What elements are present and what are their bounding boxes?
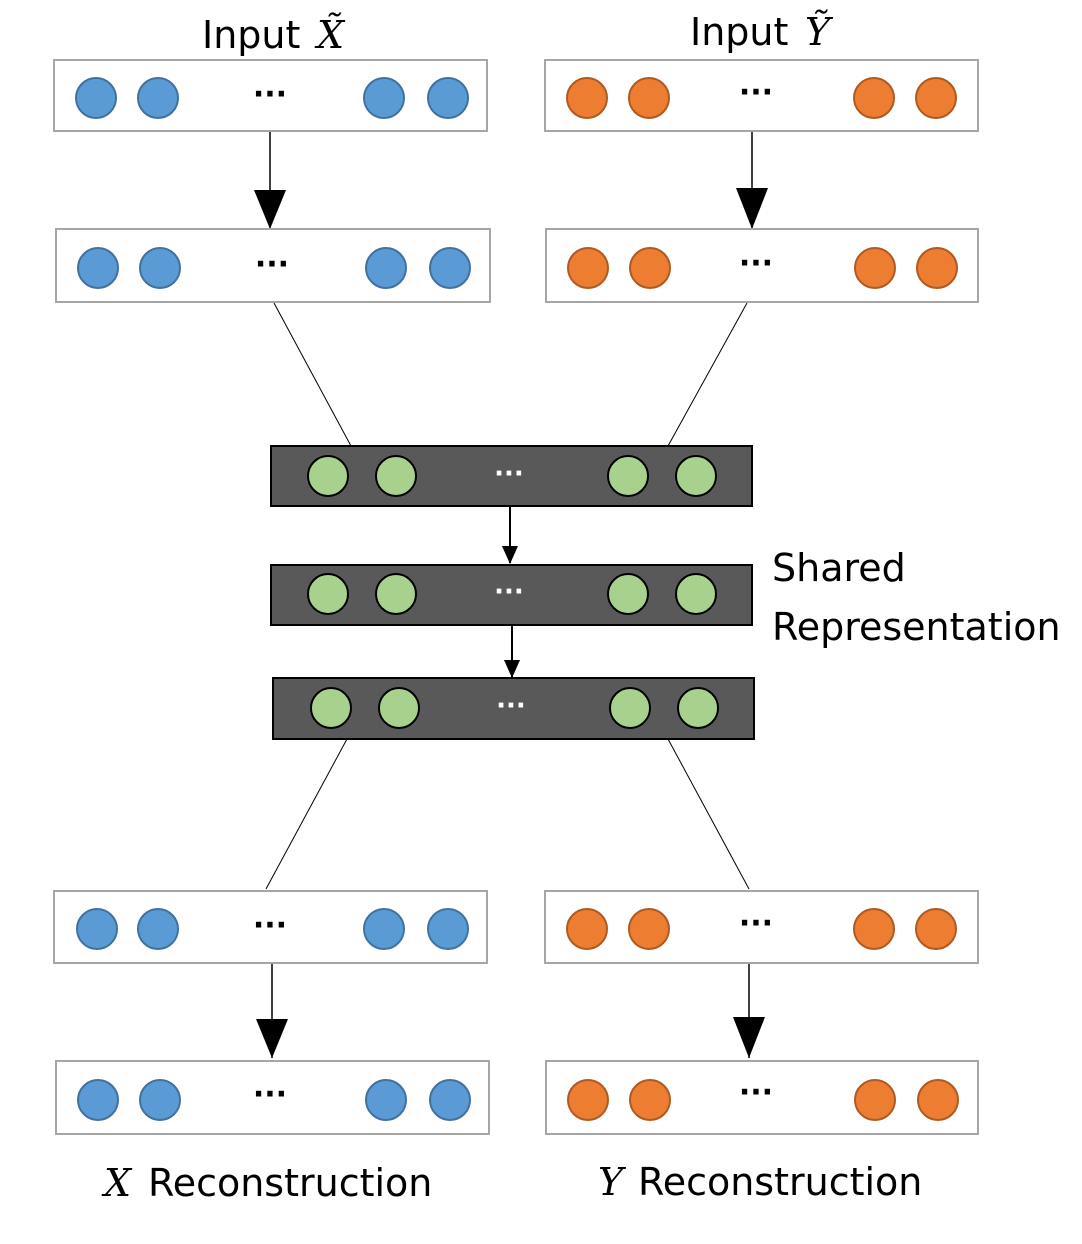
y-node (629, 1079, 671, 1121)
y-node (854, 1079, 896, 1121)
shared-node (607, 455, 649, 497)
input-y-word: Input (690, 10, 788, 54)
shared-node (675, 573, 717, 615)
shared-node (375, 455, 417, 497)
y-node (916, 247, 958, 289)
input-x-symbol: X̃ (314, 13, 346, 57)
y-node (915, 908, 957, 950)
arrowhead (736, 188, 768, 229)
x-recon-symbol: X (101, 1161, 133, 1205)
arrowhead (502, 546, 518, 564)
shared-layer-1: ··· (270, 445, 753, 507)
shared-node (307, 573, 349, 615)
x-recon-word: Reconstruction (148, 1161, 432, 1205)
x-node (365, 1079, 407, 1121)
ellipsis: ··· (739, 75, 773, 110)
x-node (363, 908, 405, 950)
shared-node (375, 573, 417, 615)
shared-node (378, 687, 420, 729)
ellipsis: ··· (739, 1075, 773, 1110)
y-output-layer: ··· (544, 890, 979, 964)
y-reconstruction-label: Y Reconstruction (598, 1160, 922, 1204)
y-node (854, 247, 896, 289)
ellipsis: ··· (253, 908, 287, 943)
y-node (566, 77, 608, 119)
y-reconstruction-layer: ··· (545, 1060, 979, 1135)
x-hidden-layer: ··· (55, 228, 491, 303)
shared-node (675, 455, 717, 497)
arrowhead (733, 1017, 765, 1058)
connector-line (265, 738, 348, 890)
shared-representation-label: Shared Representation (772, 546, 1061, 649)
y-node (853, 77, 895, 119)
y-node (567, 247, 609, 289)
arrowhead (254, 190, 286, 229)
input-y-label: Input Ỹ (690, 10, 834, 54)
y-node (629, 247, 671, 289)
x-input-layer: ··· (53, 59, 488, 132)
x-node (137, 77, 179, 119)
x-reconstruction-layer: ··· (55, 1060, 490, 1135)
ellipsis: ··· (739, 906, 773, 941)
y-node (566, 908, 608, 950)
x-node (76, 908, 118, 950)
y-node (917, 1079, 959, 1121)
x-node (139, 1079, 181, 1121)
x-node (365, 247, 407, 289)
y-node (628, 77, 670, 119)
x-node (427, 77, 469, 119)
y-node (567, 1079, 609, 1121)
x-node (77, 247, 119, 289)
arrowhead (256, 1019, 288, 1058)
x-node (429, 247, 471, 289)
x-reconstruction-label: X Reconstruction (101, 1161, 432, 1205)
y-node (628, 908, 670, 950)
ellipsis: ··· (494, 577, 524, 607)
input-y-symbol: Ỹ (805, 10, 834, 54)
connector-line (667, 738, 750, 890)
ellipsis: ··· (255, 247, 289, 282)
shared-node (609, 687, 651, 729)
y-node (853, 908, 895, 950)
x-node (77, 1079, 119, 1121)
input-x-word: Input (202, 13, 300, 57)
y-recon-symbol: Y (598, 1160, 627, 1204)
x-node (139, 247, 181, 289)
arrowhead (504, 660, 520, 678)
ellipsis: ··· (739, 246, 773, 281)
ellipsis: ··· (253, 77, 287, 112)
x-node (363, 77, 405, 119)
shared-node (310, 687, 352, 729)
x-node (137, 908, 179, 950)
ellipsis: ··· (253, 1077, 287, 1112)
y-hidden-layer: ··· (545, 228, 979, 303)
x-output-layer: ··· (53, 890, 488, 964)
y-node (915, 77, 957, 119)
shared-label-line2: Representation (772, 605, 1061, 649)
x-node (429, 1079, 471, 1121)
shared-layer-2: ··· (270, 564, 753, 626)
x-node (75, 77, 117, 119)
ellipsis: ··· (496, 691, 526, 721)
shared-layer-3: ··· (272, 677, 755, 740)
shared-node (307, 455, 349, 497)
shared-node (677, 687, 719, 729)
input-x-label: Input X̃ (202, 13, 346, 57)
shared-label-line1: Shared (772, 546, 906, 590)
y-input-layer: ··· (544, 59, 979, 132)
shared-node (607, 573, 649, 615)
connector-line (667, 302, 748, 447)
connector-line (273, 302, 352, 447)
ellipsis: ··· (494, 459, 524, 489)
x-node (427, 908, 469, 950)
y-recon-word: Reconstruction (638, 1160, 922, 1204)
